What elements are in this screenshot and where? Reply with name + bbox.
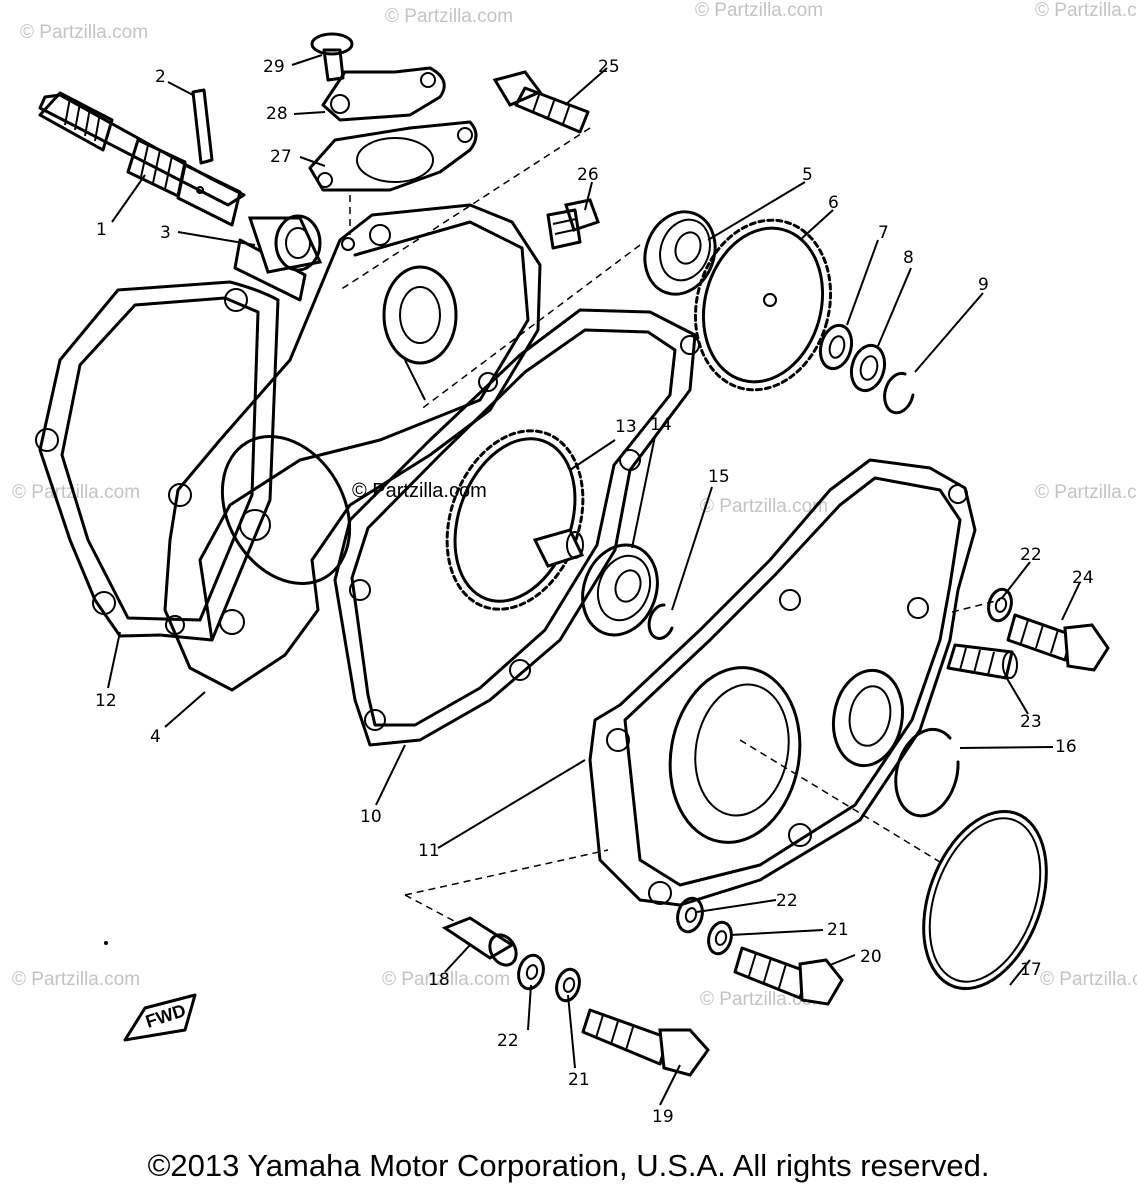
gasket-10 <box>333 308 700 747</box>
exploded-parts-diagram: © Partzilla.com © Partzilla.com © Partzi… <box>12 0 1137 1127</box>
callout-1: 1 <box>96 220 107 240</box>
gasket-12 <box>35 280 280 642</box>
callout-9: 9 <box>978 275 989 295</box>
watermark-text: © Partzilla.com <box>700 496 828 517</box>
callout-10: 10 <box>360 807 382 827</box>
callout-16: 16 <box>1055 737 1077 757</box>
circlip-15 <box>647 603 674 640</box>
callout-20: 20 <box>860 947 882 967</box>
callout-17: 17 <box>1020 960 1042 980</box>
bearing-14 <box>581 543 659 637</box>
pin-2 <box>191 88 214 165</box>
callout-18: 18 <box>428 970 450 990</box>
callout-12: 12 <box>95 691 117 711</box>
callout-22c: 22 <box>1020 545 1042 565</box>
gear-13 <box>445 429 585 611</box>
bolt-24 <box>1006 613 1110 672</box>
callout-labels: 1 2 3 4 5 6 7 8 9 10 11 12 13 14 15 16 1… <box>95 57 1094 1127</box>
bolt-23 <box>946 643 1018 680</box>
watermark-text: © Partzilla.com <box>385 6 513 27</box>
callout-7: 7 <box>878 223 889 243</box>
callout-5: 5 <box>802 165 813 185</box>
callout-15: 15 <box>708 467 730 487</box>
watermark-text: © Partzilla.com <box>1035 0 1137 21</box>
callout-27: 27 <box>270 147 292 167</box>
callout-8: 8 <box>903 248 914 268</box>
washer-22 <box>517 953 545 991</box>
callout-28: 28 <box>266 104 288 124</box>
plug-26 <box>546 198 600 250</box>
bolt-19 <box>581 1008 710 1077</box>
screw-29 <box>310 32 354 82</box>
watermark-text: © Partzilla.com <box>1035 482 1137 503</box>
bearing-5 <box>643 210 717 296</box>
watermark-layer: © Partzilla.com © Partzilla.com © Partzi… <box>12 0 1137 1010</box>
assembly-dashed-lines <box>339 127 1001 949</box>
gear-cover-11 <box>588 458 977 907</box>
watermark-text: © Partzilla.com <box>695 0 823 21</box>
gear-housing-4 <box>163 203 542 692</box>
bolt-20 <box>733 946 844 1006</box>
copyright-notice: ©2013 Yamaha Motor Corporation, U.S.A. A… <box>147 1148 990 1183</box>
callout-13: 13 <box>615 417 637 437</box>
leader-lines <box>107 54 1081 1106</box>
callout-22a: 22 <box>776 891 798 911</box>
o-ring-17 <box>922 809 1048 991</box>
gasket-27 <box>308 120 478 192</box>
watermark-text: © Partzilla.com <box>700 989 828 1010</box>
worm-shaft-1 <box>38 91 307 302</box>
watermark-text: © Partzilla.com <box>20 22 148 43</box>
dowel-pin-18 <box>441 916 518 967</box>
callout-6: 6 <box>828 193 839 213</box>
bolt-25 <box>492 70 590 134</box>
callout-23: 23 <box>1020 712 1042 732</box>
callout-3: 3 <box>160 223 171 243</box>
gear-6 <box>693 218 833 392</box>
fwd-arrow-icon: FWD <box>123 993 197 1042</box>
callout-26: 26 <box>577 165 599 185</box>
circlip-9 <box>883 371 915 415</box>
callout-29: 29 <box>263 57 285 77</box>
circlip-16 <box>894 727 960 818</box>
watermark-text: © Partzilla.com <box>382 969 510 990</box>
callout-11: 11 <box>418 841 440 861</box>
callout-2: 2 <box>155 67 166 87</box>
callout-4: 4 <box>150 727 161 747</box>
speck-dot <box>104 941 108 945</box>
callout-19: 19 <box>652 1107 674 1127</box>
callout-21a: 21 <box>827 920 849 940</box>
callout-14: 14 <box>650 415 672 435</box>
washer-22b <box>676 896 704 934</box>
fwd-label: FWD <box>143 1000 188 1032</box>
watermark-text: © Partzilla.com <box>12 482 140 503</box>
washer-21b <box>707 920 733 956</box>
washer-8 <box>849 343 887 393</box>
washer-7 <box>818 323 854 371</box>
callout-24: 24 <box>1072 568 1094 588</box>
washer-22c <box>987 587 1013 623</box>
callout-22b: 22 <box>497 1031 519 1051</box>
cover-plate-28 <box>321 66 446 122</box>
watermark-text: © Partzilla.com <box>1040 969 1137 990</box>
watermark-text: © Partzilla.com <box>12 969 140 990</box>
callout-25: 25 <box>598 57 620 77</box>
washer-21 <box>555 967 581 1003</box>
callout-21b: 21 <box>568 1070 590 1090</box>
bushing-3 <box>247 214 323 274</box>
